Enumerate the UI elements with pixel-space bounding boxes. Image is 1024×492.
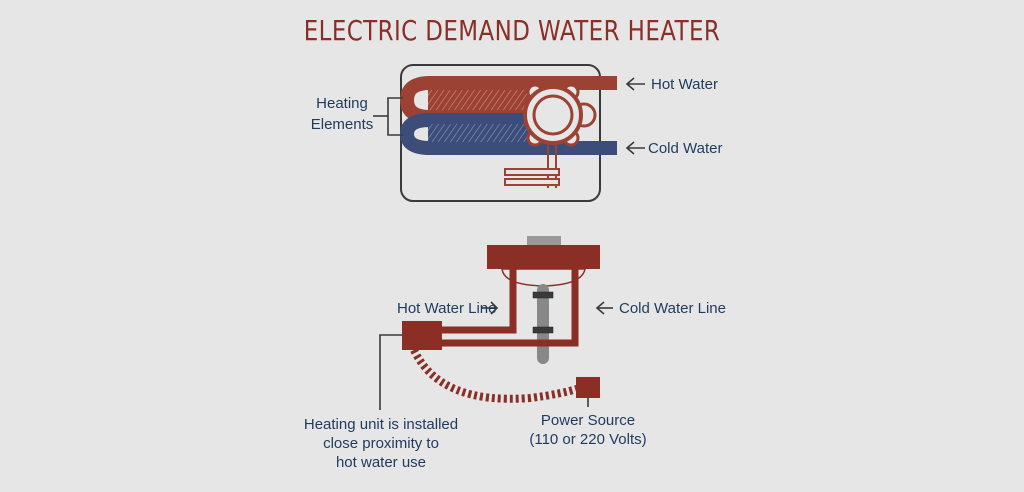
heating-elements-label-line1: Heating	[316, 95, 368, 112]
cold-water-line-arrow	[595, 301, 613, 315]
cold-heating-element	[428, 124, 530, 142]
power-source-label-line1: Power Source	[541, 412, 635, 429]
heating-unit-box	[402, 321, 442, 350]
cold-water-arrow	[625, 141, 645, 155]
thermostat-bars	[504, 168, 560, 186]
power-cord	[410, 348, 582, 403]
hot-heating-element	[428, 90, 530, 110]
heater-unit-top-view	[399, 64, 617, 202]
hot-water-arrow	[625, 77, 645, 91]
cold-water-line-label: Cold Water Line	[619, 300, 726, 317]
countertop	[487, 245, 600, 269]
heating-unit-label-line2: close proximity to	[323, 435, 439, 452]
heating-unit-label-line1: Heating unit is installed	[304, 416, 458, 433]
heating-unit-label-line3: hot water use	[336, 454, 426, 471]
hot-water-line-arrow	[481, 301, 499, 315]
heating-unit-callout	[379, 334, 402, 410]
heating-elements-callout	[373, 97, 403, 136]
hot-water-label: Hot Water	[651, 76, 718, 93]
heating-elements-label-line2: Elements	[311, 116, 374, 133]
control-dial	[523, 83, 597, 188]
hot-water-line	[440, 269, 517, 334]
diagram-title: ELECTRIC DEMAND WATER HEATER	[303, 14, 721, 47]
faucet	[527, 236, 561, 245]
sink-installation	[402, 236, 600, 403]
power-outlet	[576, 377, 600, 398]
cold-water-pipe	[399, 113, 617, 155]
power-source-label-line2: (110 or 220 Volts)	[529, 431, 646, 448]
cold-water-label: Cold Water	[648, 140, 722, 157]
hot-water-line-label: Hot Water Line	[397, 300, 497, 317]
cold-water-line	[440, 269, 579, 347]
